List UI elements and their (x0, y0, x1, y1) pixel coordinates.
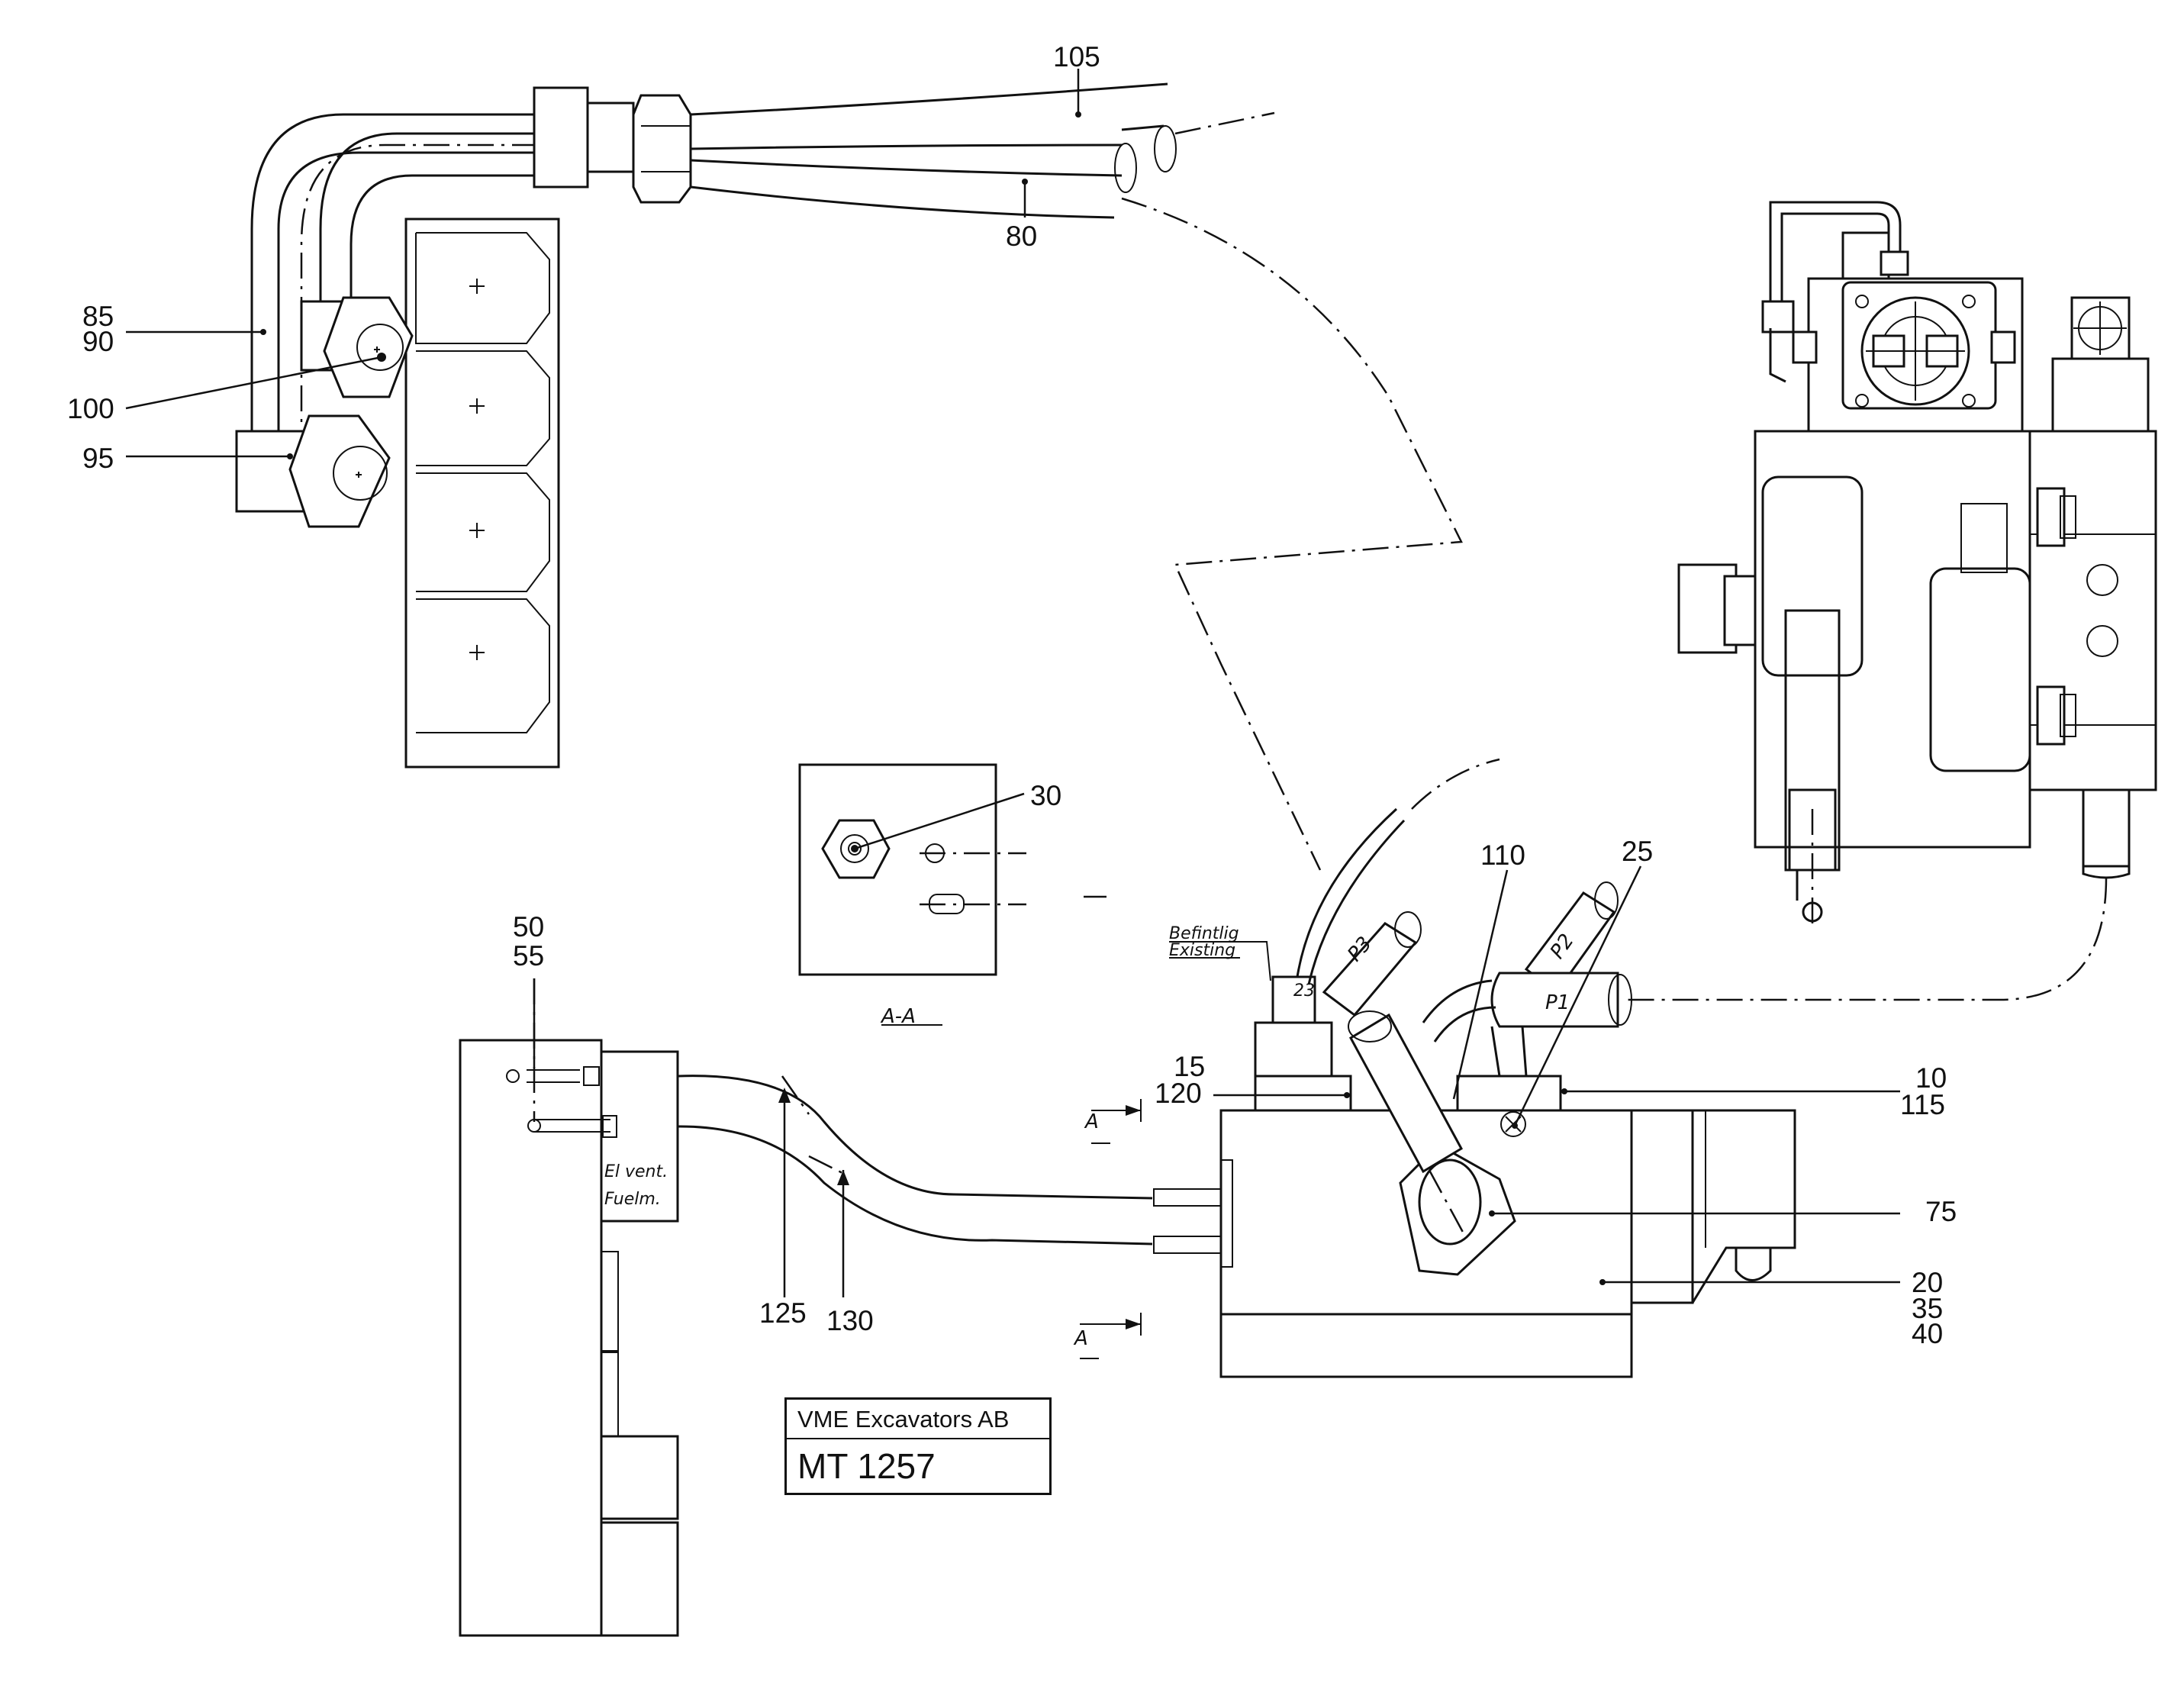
leaders-bottom-right (1213, 865, 1900, 1285)
section-view-a-a (798, 763, 1106, 1026)
company-name: VME Excavators AB (787, 1400, 1049, 1439)
callout-25: 25 (1622, 836, 1653, 867)
section-marker-top: A (1084, 1110, 1099, 1133)
callout-labels: 105 80 85 90 100 95 30 50 55 110 25 15 1… (67, 41, 1957, 1349)
valve-bank-top (404, 218, 560, 769)
callout-125: 125 (759, 1297, 807, 1329)
callout-55: 55 (513, 940, 544, 972)
callout-95: 95 (82, 443, 114, 474)
callout-75: 75 (1925, 1196, 1957, 1227)
title-block: VME Excavators AB MT 1257 (784, 1397, 1052, 1495)
note-existing: Existing (1169, 941, 1235, 960)
callout-90: 90 (82, 326, 114, 357)
callout-120: 120 (1155, 1078, 1202, 1109)
main-valve (1080, 758, 1796, 1378)
pump-unit (1622, 201, 2157, 1001)
callout-105: 105 (1053, 41, 1100, 73)
callout-50: 50 (513, 911, 544, 943)
control-block (459, 978, 1153, 1637)
callout-15: 15 (1174, 1051, 1205, 1082)
callout-35: 35 (1912, 1293, 1943, 1324)
drawing-number: MT 1257 (797, 1446, 936, 1486)
callout-30: 30 (1030, 780, 1061, 811)
note-fuelm: Fuelm. (604, 1190, 661, 1209)
callout-10: 10 (1915, 1062, 1947, 1094)
callout-115: 115 (1900, 1089, 1945, 1120)
section-marker-bottom: A (1073, 1327, 1088, 1350)
callout-110: 110 (1480, 839, 1525, 871)
port-23: 23 (1293, 981, 1315, 1001)
section-label: A-A (880, 1005, 916, 1028)
callout-80: 80 (1006, 221, 1037, 252)
elbow-hoses (235, 82, 1463, 871)
callout-85: 85 (82, 301, 114, 332)
callout-130: 130 (826, 1305, 874, 1336)
callout-20: 20 (1912, 1267, 1943, 1298)
note-befintlig: Befintlig (1169, 924, 1239, 943)
callout-100: 100 (67, 393, 114, 424)
callout-40: 40 (1912, 1318, 1943, 1349)
note-el-vent: El vent. (604, 1162, 668, 1181)
leaders-top-left (125, 69, 1081, 459)
port-p1: P1 (1545, 991, 1570, 1014)
